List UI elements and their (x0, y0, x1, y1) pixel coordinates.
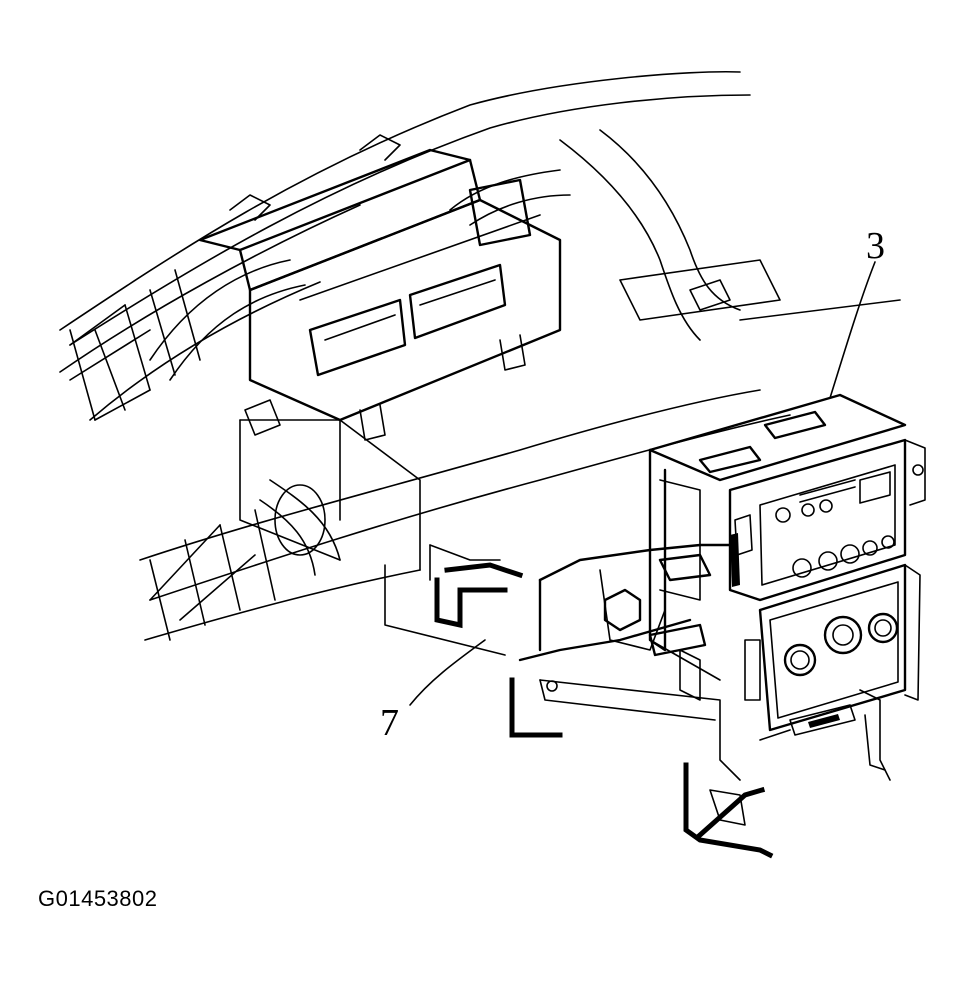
callout-leaders (409, 261, 876, 706)
leader-line-3 (829, 261, 876, 399)
callout-label-7: 7 (380, 702, 399, 744)
leader-line-7 (409, 639, 486, 706)
mounting-bracket (384, 543, 891, 859)
instrument-panel-carrier (59, 70, 901, 641)
callout-label-3: 3 (866, 225, 885, 267)
hvac-control-head (648, 393, 926, 736)
hvac-module-housing (149, 134, 571, 576)
figure-id-label: G01453802 (38, 886, 158, 911)
